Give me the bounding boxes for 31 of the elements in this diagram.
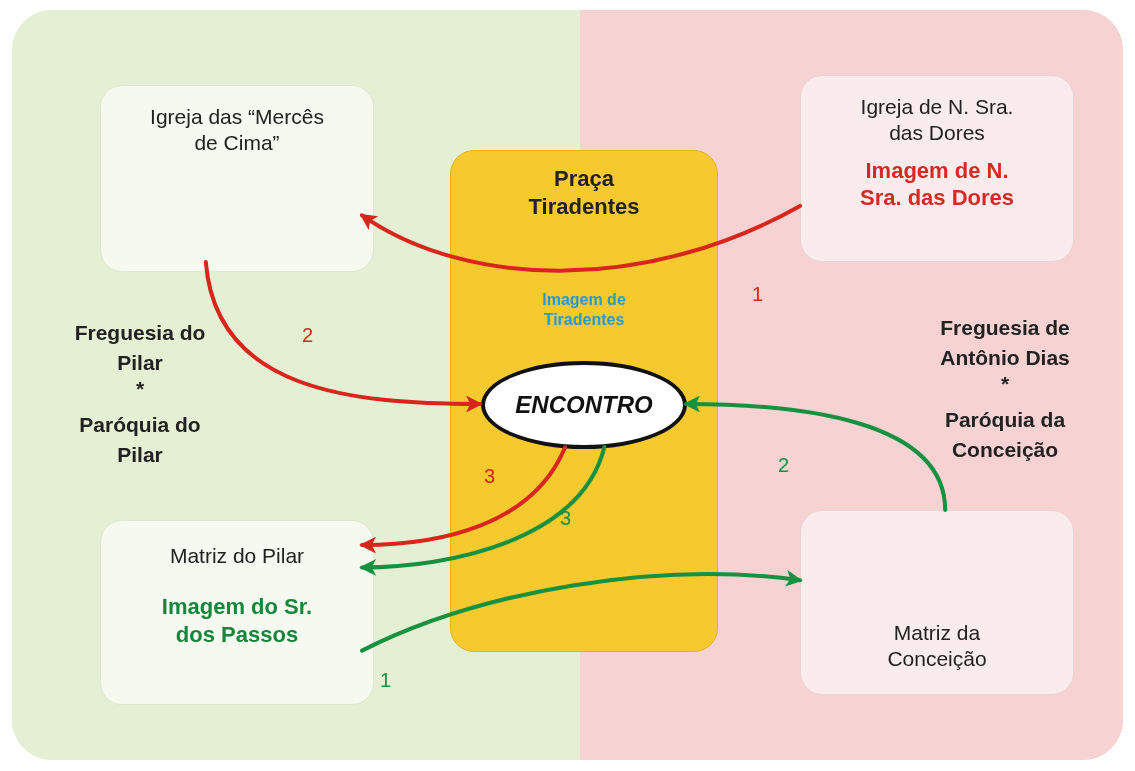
location-box (100, 520, 374, 705)
region-label: * (135, 376, 145, 402)
node-subtitle: Imagem de Tiradentes (541, 290, 627, 330)
location-box (800, 75, 1074, 262)
curved-arrow (360, 570, 803, 653)
node-subtitle: Imagem de N. Sra. das Dores (858, 156, 1016, 212)
region-label: Freguesia de Antônio Dias (939, 315, 1071, 371)
curved-arrow (683, 395, 948, 512)
region-label: Freguesia do Pilar (74, 320, 206, 376)
node-title: Igreja de N. Sra. das Dores (859, 94, 1015, 147)
node-title: Matriz da Conceição (886, 619, 988, 672)
edge-label: 3 (484, 466, 496, 486)
node-title: ENCONTRO (515, 390, 653, 420)
node-title: Igreja das “Mercês de Cima” (149, 104, 325, 157)
region-label: * (1000, 371, 1010, 397)
edge-label: 1 (380, 670, 392, 690)
region-label: Paróquia do Pilar (78, 412, 202, 468)
edge-label: 2 (778, 455, 790, 475)
location-box (800, 510, 1074, 695)
curved-arrow (359, 445, 607, 576)
curved-arrow (203, 260, 483, 413)
edge-label: 1 (752, 284, 764, 304)
region-label: Paróquia da Conceição (943, 407, 1067, 463)
location-box (100, 85, 374, 272)
node-title: Matriz do Pilar (169, 543, 305, 569)
node-subtitle: Praça Tiradentes (527, 165, 641, 220)
node-subtitle: Imagem do Sr. dos Passos (160, 593, 314, 649)
square-panel (450, 150, 718, 652)
curved-arrow (359, 203, 802, 273)
curved-arrow (359, 445, 568, 554)
edge-label: 2 (302, 325, 314, 345)
